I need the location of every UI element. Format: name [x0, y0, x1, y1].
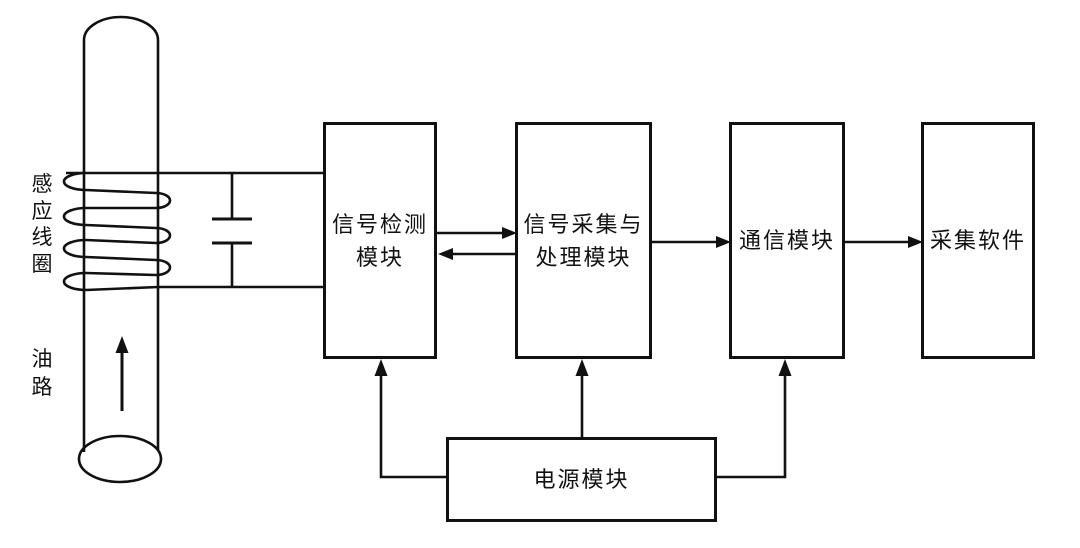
oil-pipe-shape — [77, 15, 163, 484]
signal-acquisition-processing-module-box: 信号采集与 处理模块 — [515, 122, 652, 359]
signal-detection-module-label: 信号检测 模块 — [331, 211, 428, 270]
signal-detection-module-box: 信号检测 模块 — [323, 122, 437, 359]
arrow-communication-to-software — [845, 236, 923, 248]
acquisition-software-label: 采集软件 — [929, 228, 1026, 253]
communication-module-label: 通信模块 — [738, 228, 835, 253]
signal-acquisition-processing-module-label: 信号采集与 处理模块 — [523, 211, 644, 270]
arrow-power-to-acquisition — [575, 359, 589, 438]
arrow-acquisition-to-communication — [652, 236, 731, 248]
coil-lead-wires — [66, 171, 326, 289]
power-module-box: 电源模块 — [446, 437, 717, 522]
capacitor-symbol — [212, 173, 252, 287]
arrow-acquisition-to-detection — [438, 248, 515, 260]
induction-coil-label: 感 应 线 圈 — [31, 172, 53, 276]
arrow-detection-to-acquisition — [437, 227, 517, 239]
flow-direction-arrow — [115, 336, 129, 411]
power-module-label: 电源模块 — [533, 467, 630, 492]
communication-module-box: 通信模块 — [729, 122, 845, 359]
arrow-power-to-communication — [717, 359, 792, 479]
oil-path-label: 油 路 — [31, 347, 53, 399]
arrow-power-to-detection — [374, 359, 446, 479]
induction-coil-shape — [62, 171, 172, 292]
acquisition-software-box: 采集软件 — [921, 122, 1035, 359]
